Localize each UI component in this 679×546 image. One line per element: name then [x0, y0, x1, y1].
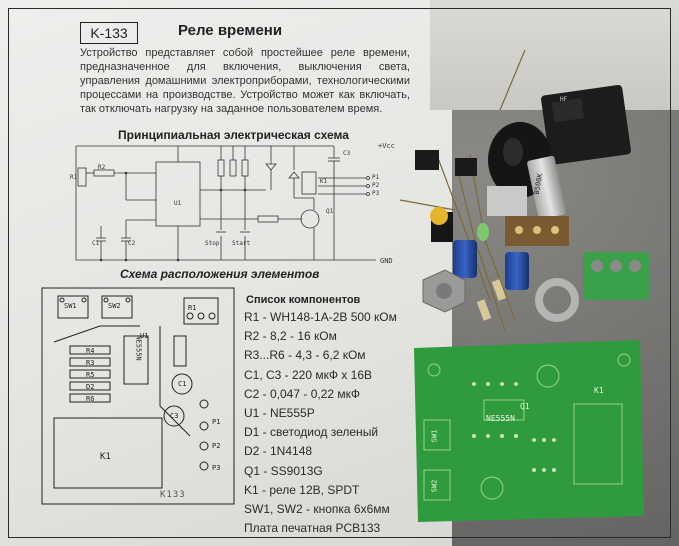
description-text: Устройство представляет собой простейшее…: [80, 47, 410, 115]
schem-q1-label: Q1: [326, 208, 334, 215]
push-buttons: [415, 150, 477, 176]
layout-p3-label: P3: [212, 464, 221, 472]
layout-ne555-label: NE555N: [134, 335, 143, 361]
layout-sw1-label: SW1: [64, 302, 77, 310]
schem-c2-label: C2: [128, 240, 136, 247]
paper-background: [0, 0, 452, 546]
loose-parts: [399, 49, 649, 331]
schem-p1-label: P1: [372, 174, 380, 181]
layout-d2-label: D2: [86, 383, 95, 391]
layout-r3-label: R3: [86, 359, 95, 367]
layout-r1-label: R1: [188, 304, 197, 312]
potentiometer: [487, 155, 569, 246]
washer: [535, 278, 579, 322]
schem-p2-label: P2: [372, 182, 380, 189]
schem-r1-label: R1: [70, 174, 78, 181]
component-item: R3...R6 - 4,3 - 6,2 кОм: [244, 348, 366, 363]
layout-c1-label: C1: [178, 380, 187, 388]
nut: [422, 269, 466, 313]
led: [477, 223, 489, 241]
layout-r5-label: R5: [86, 371, 95, 379]
document-title: Реле времени: [178, 22, 283, 39]
layout-c3-label: C3: [170, 412, 179, 420]
relay-marking: HF: [560, 96, 568, 103]
schem-k1-label: K1: [320, 178, 328, 185]
layout-k1-label: K1: [100, 452, 111, 462]
layout-r4-label: R4: [86, 347, 95, 355]
component-item: R2 - 8,2 - 16 кОм: [244, 329, 337, 344]
schem-p3-label: P3: [372, 190, 380, 197]
component-item: U1 - NE555P: [244, 406, 315, 421]
schem-c1-label: C1: [92, 240, 100, 247]
board-sw2-label: SW2: [430, 479, 439, 493]
layout-heading: Схема расположения элементов: [120, 267, 320, 281]
terminal-block: [583, 252, 649, 300]
schem-start-label: Start: [232, 240, 251, 247]
component-item: R1 - WH148-1A-2B 500 кОм: [244, 310, 397, 324]
board-ic-marking: NE555N: [486, 414, 515, 423]
component-leads: [399, 49, 526, 331]
board-q1-label: Q1: [520, 402, 530, 411]
layout-u1-label: U1: [140, 332, 149, 340]
component-item: Q1 - SS9013G: [244, 463, 323, 478]
component-item: D1 - светодиод зеленый: [244, 425, 379, 440]
component-item: C2 - 0,047 - 0,22 мкФ: [244, 386, 361, 401]
schematic-diagram: [75, 145, 376, 262]
schematic-heading: Принципиальная электрическая схема: [118, 128, 349, 142]
layout-sw2-label: SW2: [108, 302, 121, 310]
vcc-label: +Vcc: [378, 142, 395, 150]
components-list: R1 - WH148-1A-2B 500 кОм R2 - 8,2 - 16 к…: [244, 308, 397, 538]
layout-drawing: [41, 287, 235, 505]
pcb-board: [414, 340, 644, 522]
layout-p1-label: P1: [212, 418, 221, 426]
relay: [541, 85, 631, 165]
electrolytic-capacitors: [453, 240, 529, 290]
component-item: D2 - 1N4148: [244, 444, 313, 459]
kit-code: K-133: [80, 22, 138, 44]
component-item: SW1, SW2 - кнопка 6х6мм: [244, 502, 390, 517]
schem-stop-label: Stop: [205, 240, 220, 247]
component-item: K1 - реле 12В, SPDT: [244, 482, 360, 497]
gnd-label: GND: [380, 257, 393, 265]
layout-r6-label: R6: [86, 395, 95, 403]
resistors: [476, 279, 507, 321]
components-heading: Список компонентов: [246, 294, 361, 306]
schem-u1-label: U1: [174, 200, 182, 207]
board-sw1-label: SW1: [430, 429, 439, 443]
schem-r2-label: R2: [98, 164, 106, 171]
schem-c3-label: C3: [343, 150, 351, 157]
layout-mark: K133: [160, 490, 186, 500]
paper-background-right: [430, 0, 679, 110]
component-item: C1, C3 - 220 мкФ х 16В: [244, 367, 373, 382]
film-capacitor: [430, 207, 448, 225]
layout-p2-label: P2: [212, 442, 221, 450]
board-k1-label: K1: [594, 386, 604, 395]
component-item: Плата печатная PCB133: [244, 521, 381, 536]
